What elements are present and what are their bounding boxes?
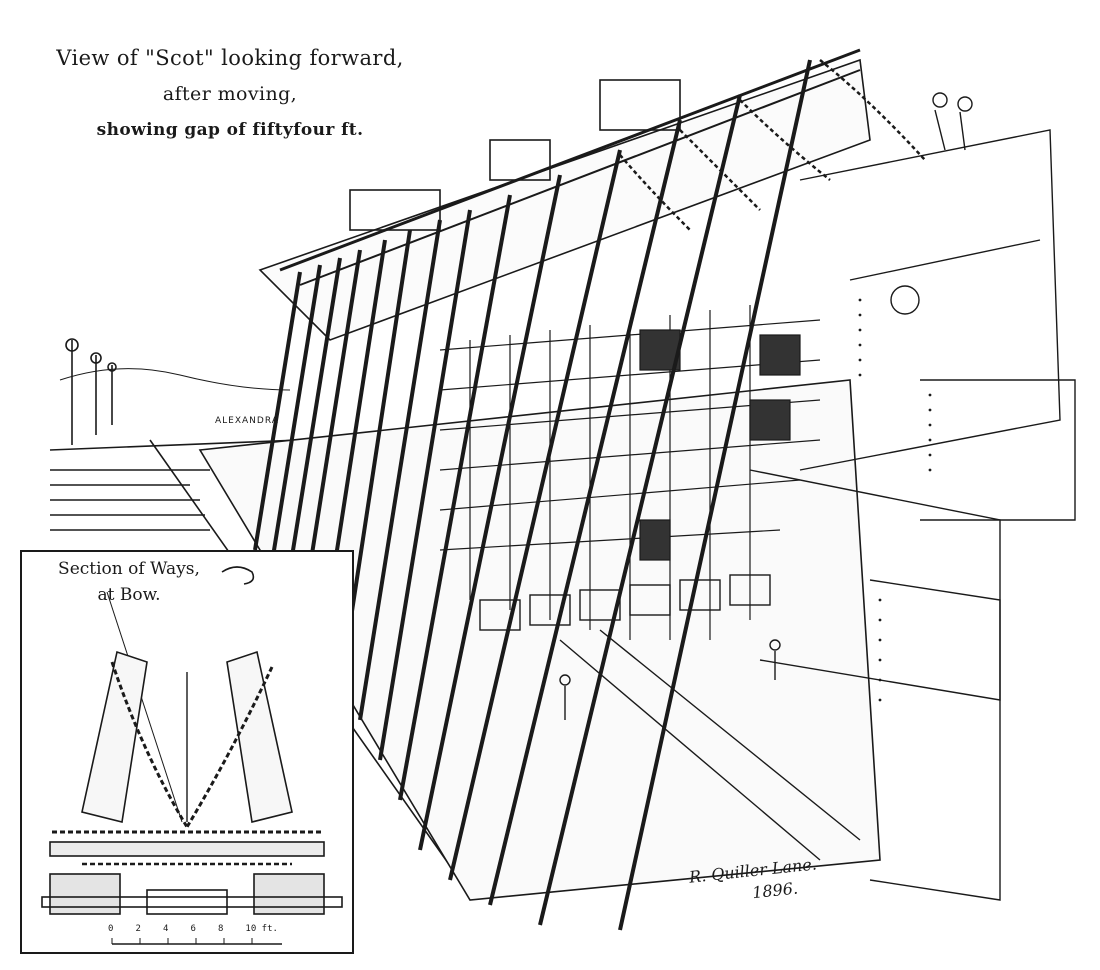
inset-section-drawing [41, 566, 343, 945]
inset-title-line-1: Section of Ways, [58, 559, 200, 579]
scale-label-6: 6 [190, 924, 196, 934]
scale-label-8: 8 [217, 924, 224, 934]
section-of-ways-inset: Section of Ways, at Bow. [20, 550, 354, 954]
inset-title: Section of Ways, at Bow. [44, 556, 214, 608]
illustration-caption: View of "Scot" looking forward, after mo… [40, 40, 420, 148]
scale-label-4: 4 [162, 924, 169, 934]
caption-line-2: after moving, [162, 83, 298, 105]
scale-label-2: 2 [135, 924, 141, 934]
inset-title-line-2: at Bow. [97, 585, 161, 605]
scale-label-0: 0 [108, 924, 114, 934]
caption-line-1: View of "Scot" looking forward, [56, 46, 404, 70]
scale-labels: 0 2 4 6 8 10 ft. [108, 924, 278, 934]
dock-sign-text: ALEXANDRA [215, 416, 279, 426]
caption-line-3: showing gap of fiftyfour ft. [96, 120, 364, 140]
scale-label-10: 10 ft. [245, 924, 278, 934]
